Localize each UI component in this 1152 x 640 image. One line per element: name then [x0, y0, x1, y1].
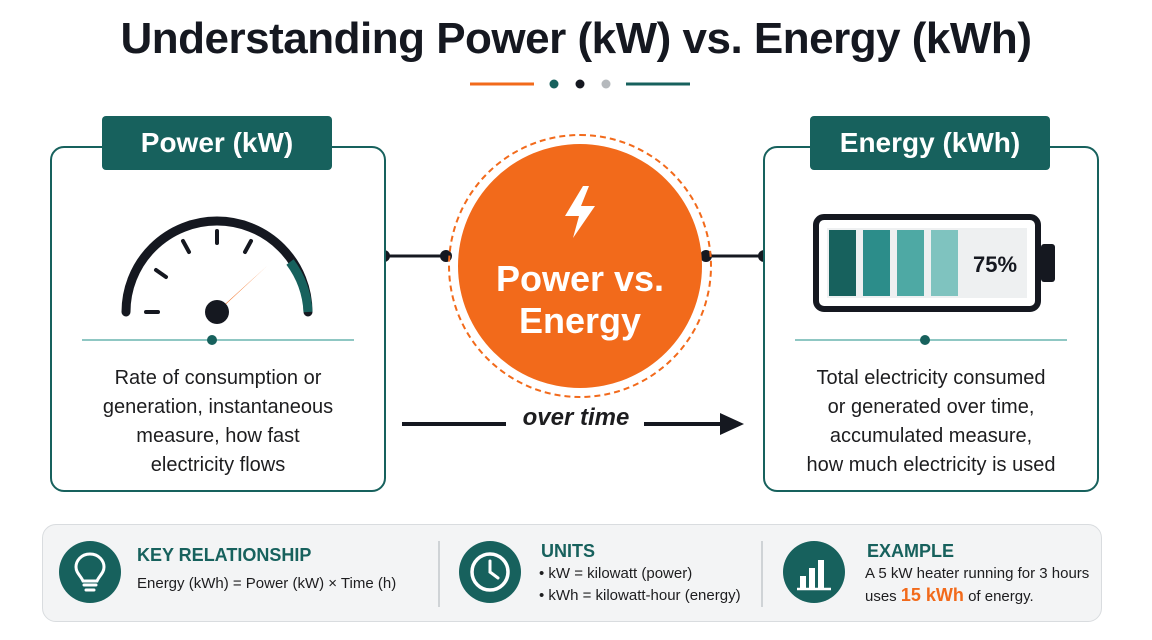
energy-panel: 75% Total electricity consumed or genera… [763, 146, 1099, 492]
example-highlight: 15 kWh [900, 585, 964, 605]
example-title: EXAMPLE [867, 541, 955, 561]
energy-divider [795, 339, 1067, 341]
separator [761, 541, 763, 607]
page-title: Understanding Power (kW) vs. Energy (kWh… [120, 14, 1032, 63]
energy-description: Total electricity consumed or generated … [806, 367, 1056, 476]
power-description: Rate of consumption or generation, insta… [102, 367, 334, 476]
separator [438, 541, 440, 607]
units-item-kwh: • kWh = kilowatt-hour (energy) [539, 587, 741, 604]
center-title: Power vs. Energy [495, 258, 665, 341]
example-section: EXAMPLE A 5 kW heater running for 3 hour… [767, 525, 1103, 623]
energy-divider-dot [920, 335, 930, 345]
units-section: UNITS • kW = kilowatt (power) • kWh = ki… [443, 525, 763, 623]
center-dashed-ring [448, 134, 712, 398]
power-divider [82, 339, 354, 341]
center-circle: Power vs. Energy [458, 144, 702, 388]
battery-icon: 75% [813, 214, 1055, 312]
info-box: KEY RELATIONSHIP Energy (kWh) = Power (k… [42, 524, 1102, 622]
units-title: UNITS [541, 541, 595, 561]
title-decoration [470, 79, 690, 89]
lightning-bolt-icon [565, 186, 595, 238]
battery-level-text: 75% [973, 252, 1017, 277]
energy-label: Energy (kWh) [810, 116, 1050, 170]
key-relationship-section: KEY RELATIONSHIP Energy (kWh) = Power (k… [43, 525, 443, 623]
power-divider-dot [207, 335, 217, 345]
key-relationship-title: KEY RELATIONSHIP [137, 545, 312, 565]
units-item-kw: • kW = kilowatt (power) [539, 565, 693, 582]
example-line-1: A 5 kW heater running for 3 hours [865, 565, 1090, 582]
power-label: Power (kW) [102, 116, 332, 170]
speedometer-gauge-icon [121, 216, 313, 324]
lightbulb-icon [59, 541, 121, 603]
key-relationship-formula: Energy (kWh) = Power (kW) × Time (h) [137, 575, 397, 592]
example-line-2: uses 15 kWh of energy. [865, 585, 1034, 605]
over-time-label: over time [522, 404, 630, 431]
power-panel: Rate of consumption or generation, insta… [50, 146, 386, 492]
bar-chart-icon [783, 541, 845, 603]
clock-icon [459, 541, 521, 603]
